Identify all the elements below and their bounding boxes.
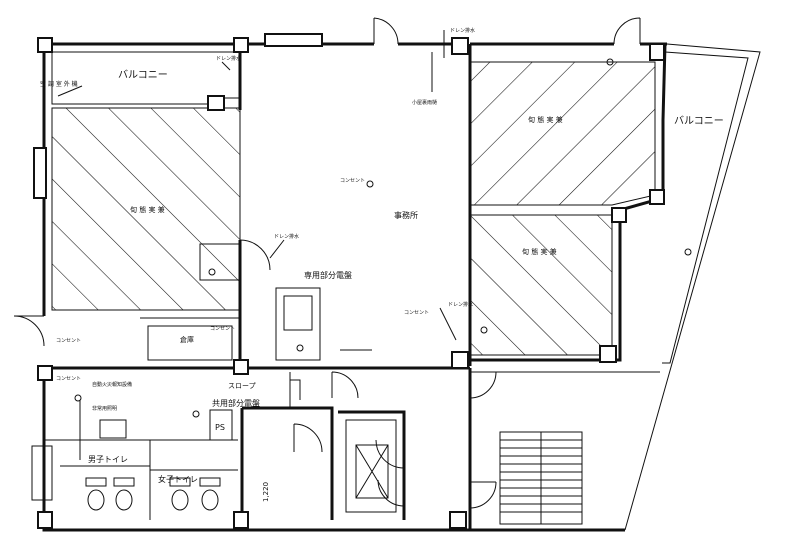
outdoor-unit-label: 空 調 室 外 機 xyxy=(40,80,78,88)
ps-label: PS xyxy=(215,423,225,432)
outlet-label-5: コンセント xyxy=(56,376,81,382)
se-area-label: 旬 態 実 兼 xyxy=(522,247,557,256)
balcony-left-label: バルコニー xyxy=(118,69,168,81)
ceiling-cassette-label: 小屋裏雨樋 xyxy=(412,99,437,106)
office-label: 事務所 xyxy=(394,210,418,220)
drain-top-label: ドレン排水 xyxy=(216,55,241,62)
outlet-label-1: コンセント xyxy=(340,178,365,184)
drain-right-label: ドレン排水 xyxy=(448,301,473,308)
outlet-label-3: コンセント xyxy=(404,310,429,316)
outlet-markers xyxy=(74,58,692,418)
toilet-fixtures xyxy=(85,419,221,511)
panel-exclusive-label: 専用部分電盤 xyxy=(304,270,352,280)
sprinkler-note-2: 非常用照明 xyxy=(92,405,117,412)
se-hatched-area xyxy=(469,214,613,356)
sprinkler-note-1: 自動火災報知設備 xyxy=(92,381,132,388)
balcony-right-label: バルコニー xyxy=(674,115,724,127)
ne-area-label: 旬 態 実 兼 xyxy=(528,115,563,124)
drain-top-right-label: ドレン排水 xyxy=(450,27,475,34)
small-room-label: 倉庫 xyxy=(180,335,194,344)
ne-hatched-area xyxy=(469,61,656,206)
west-area-label: 旬 態 実 兼 xyxy=(130,205,165,214)
outlet-label-4: コンセント xyxy=(210,326,235,332)
panel-shared-label: 共用部分電盤 xyxy=(212,398,260,408)
slope-label: スロープ xyxy=(228,382,256,390)
dimension-label: 1,220 xyxy=(262,482,270,502)
columns xyxy=(33,33,665,529)
leader-lines xyxy=(57,30,457,460)
outlet-label-2: コンセント xyxy=(56,338,81,344)
men-toilet-label: 男子トイレ xyxy=(88,455,128,464)
doors xyxy=(13,17,641,509)
women-toilet-label: 女子トイレ xyxy=(158,474,198,484)
hatched-areas xyxy=(51,61,656,356)
drain-mid-label: ドレン排水 xyxy=(274,233,299,240)
stairs xyxy=(499,431,583,525)
